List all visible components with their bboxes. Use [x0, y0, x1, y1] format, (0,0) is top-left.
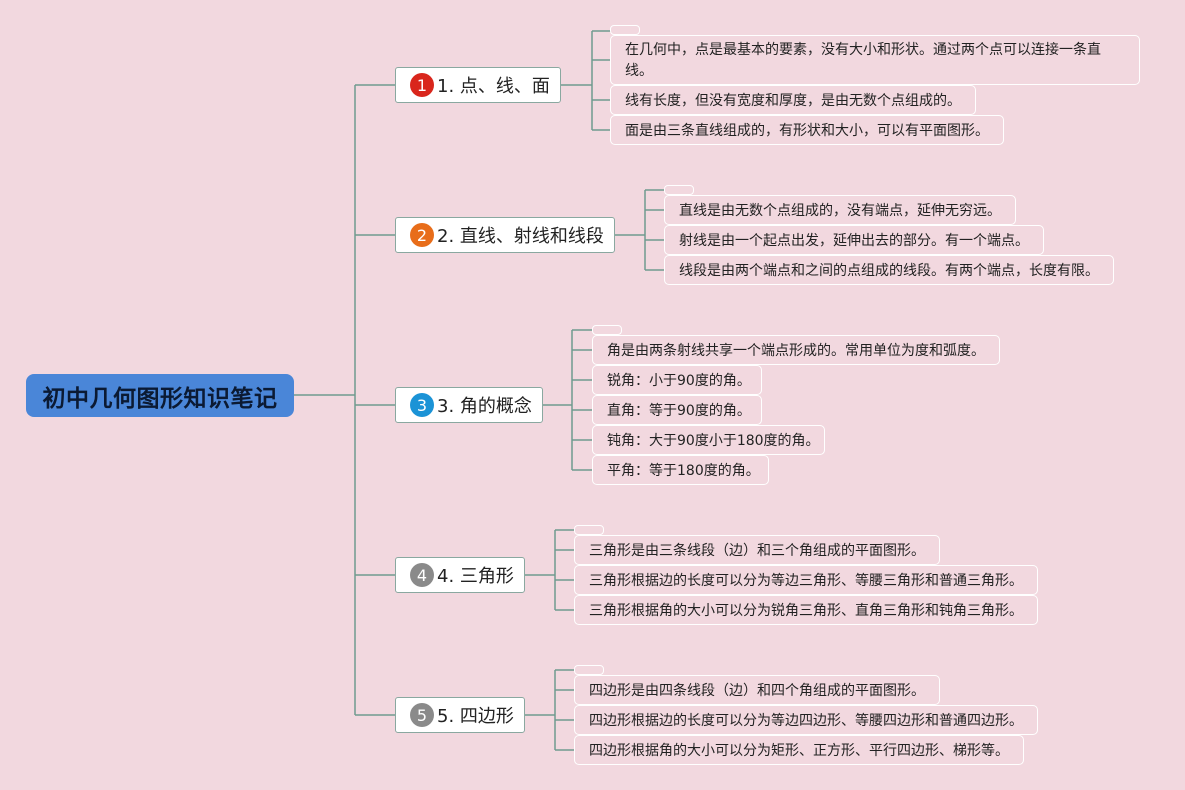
topic-label: 2. 直线、射线和线段	[437, 226, 604, 247]
collapse-tab[interactable]	[664, 185, 694, 195]
topic-label: 4. 三角形	[437, 566, 514, 587]
leaf-item[interactable]: 三角形是由三条线段（边）和三个角组成的平面图形。	[574, 535, 940, 565]
leaf-item[interactable]: 四边形根据角的大小可以分为矩形、正方形、平行四边形、梯形等。	[574, 735, 1024, 765]
leaf-item[interactable]: 锐角：小于90度的角。	[592, 365, 762, 395]
leaf-item[interactable]: 直角：等于90度的角。	[592, 395, 762, 425]
topic-angle-concept[interactable]: 3 3. 角的概念	[395, 387, 543, 423]
leaf-item[interactable]: 线段是由两个端点和之间的点组成的线段。有两个端点，长度有限。	[664, 255, 1114, 285]
leaf-item[interactable]: 平角：等于180度的角。	[592, 455, 769, 485]
leaf-item[interactable]: 在几何中，点是最基本的要素，没有大小和形状。通过两个点可以连接一条直线。	[610, 35, 1140, 85]
topic-label: 5. 四边形	[437, 706, 514, 727]
leaf-item[interactable]: 三角形根据角的大小可以分为锐角三角形、直角三角形和钝角三角形。	[574, 595, 1038, 625]
number-4-badge-icon: 4	[410, 563, 434, 587]
leaf-item[interactable]: 角是由两条射线共享一个端点形成的。常用单位为度和弧度。	[592, 335, 1000, 365]
topic-points-lines-planes[interactable]: 1 1. 点、线、面	[395, 67, 561, 103]
root-title[interactable]: 初中几何图形知识笔记	[26, 374, 294, 417]
number-3-badge-icon: 3	[410, 393, 434, 417]
leaf-item[interactable]: 四边形是由四条线段（边）和四个角组成的平面图形。	[574, 675, 940, 705]
number-5-badge-icon: 5	[410, 703, 434, 727]
leaf-item[interactable]: 直线是由无数个点组成的，没有端点，延伸无穷远。	[664, 195, 1016, 225]
topic-lines-rays-segments[interactable]: 2 2. 直线、射线和线段	[395, 217, 615, 253]
leaf-item[interactable]: 线有长度，但没有宽度和厚度，是由无数个点组成的。	[610, 85, 976, 115]
topic-quadrilateral[interactable]: 5 5. 四边形	[395, 697, 525, 733]
collapse-tab[interactable]	[610, 25, 640, 35]
leaf-item[interactable]: 三角形根据边的长度可以分为等边三角形、等腰三角形和普通三角形。	[574, 565, 1038, 595]
number-1-badge-icon: 1	[410, 73, 434, 97]
collapse-tab[interactable]	[592, 325, 622, 335]
topic-triangle[interactable]: 4 4. 三角形	[395, 557, 525, 593]
leaf-item[interactable]: 面是由三条直线组成的，有形状和大小，可以有平面图形。	[610, 115, 1004, 145]
collapse-tab[interactable]	[574, 525, 604, 535]
number-2-badge-icon: 2	[410, 223, 434, 247]
topic-label: 1. 点、线、面	[437, 76, 550, 97]
topic-label: 3. 角的概念	[437, 396, 532, 417]
leaf-item[interactable]: 射线是由一个起点出发，延伸出去的部分。有一个端点。	[664, 225, 1044, 255]
leaf-item[interactable]: 钝角：大于90度小于180度的角。	[592, 425, 825, 455]
leaf-item[interactable]: 四边形根据边的长度可以分为等边四边形、等腰四边形和普通四边形。	[574, 705, 1038, 735]
collapse-tab[interactable]	[574, 665, 604, 675]
